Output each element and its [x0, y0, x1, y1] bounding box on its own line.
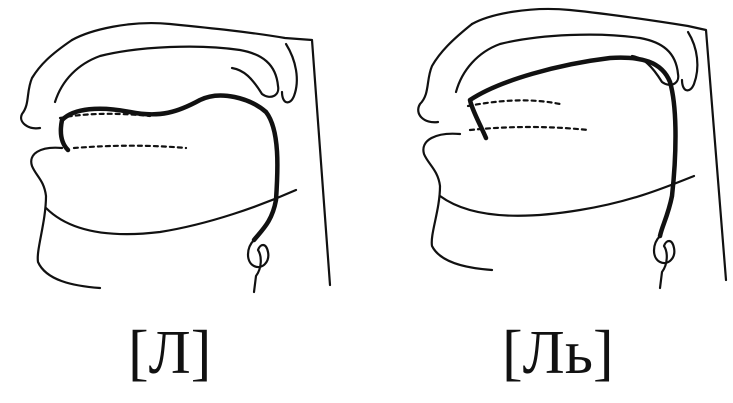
palate-outer — [472, 9, 726, 280]
profile-hard-l — [21, 23, 330, 292]
lower-teeth-dashes — [470, 127, 588, 130]
jaw-floor — [440, 176, 694, 216]
larynx — [654, 236, 674, 288]
profile-soft-l — [418, 9, 726, 288]
lower-teeth-dashes — [74, 146, 186, 148]
tongue-soft — [470, 58, 676, 236]
tongue-hard — [61, 96, 278, 240]
diagram-label-hard-l: [Л] — [128, 318, 211, 388]
diagram-label-soft-l: [Ль] — [502, 318, 614, 388]
velum — [282, 44, 297, 102]
larynx — [248, 240, 268, 292]
palate-inner — [55, 47, 278, 102]
velum — [682, 32, 697, 90]
upper-teeth-dashes — [468, 100, 560, 106]
palate-outer — [72, 23, 330, 285]
lower-lip-and-jaw — [31, 148, 100, 288]
jaw-floor — [46, 190, 296, 234]
lower-lip-and-jaw — [423, 134, 492, 270]
